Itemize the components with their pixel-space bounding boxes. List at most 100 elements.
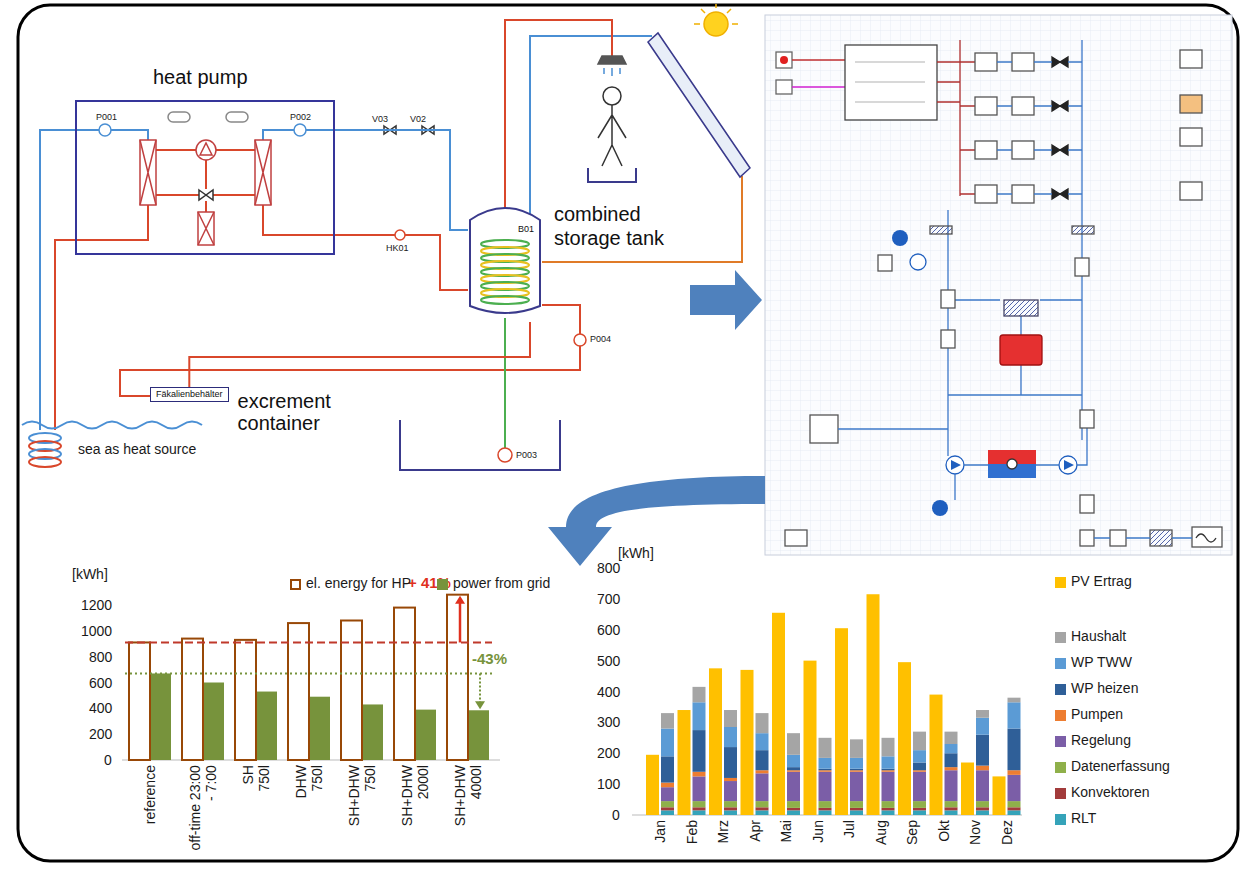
component-tag: P003 bbox=[516, 450, 537, 460]
heat-exchanger bbox=[140, 140, 156, 205]
consumption-segment bbox=[819, 769, 832, 771]
shower-tray bbox=[588, 168, 636, 182]
month-label: Jun bbox=[809, 820, 825, 843]
heat-source-label: sea as heat source bbox=[78, 441, 196, 457]
consumption-segment bbox=[819, 772, 832, 801]
axis-tick: 1000 bbox=[81, 623, 112, 639]
legend-label: PV Ertrag bbox=[1071, 573, 1132, 589]
consumption-segment bbox=[819, 808, 832, 810]
pv-bar bbox=[867, 594, 880, 815]
model-curve bbox=[1196, 534, 1216, 542]
consumption-segment bbox=[819, 801, 832, 808]
tank-heading: combined storage tank bbox=[554, 202, 694, 250]
consumption-segment bbox=[693, 810, 706, 815]
grid-bar bbox=[469, 710, 489, 760]
axis-tick: 600 bbox=[89, 675, 112, 691]
pv-bar bbox=[646, 755, 659, 815]
legend-label: Regelung bbox=[1071, 732, 1131, 748]
legend-label: Konvektoren bbox=[1071, 784, 1150, 800]
model-tank bbox=[1000, 335, 1042, 365]
legend-label: WP heizen bbox=[1071, 680, 1138, 696]
model-source bbox=[932, 500, 948, 516]
consumption-segment bbox=[882, 769, 895, 771]
energy-bar bbox=[341, 621, 362, 761]
consumption-segment bbox=[945, 753, 958, 767]
model-exchanger bbox=[1004, 300, 1038, 316]
legend-label: WP TWW bbox=[1071, 654, 1132, 670]
solar-return-pipe bbox=[530, 36, 652, 215]
excrement-loop-pipe bbox=[120, 305, 580, 396]
legend-label: RLT bbox=[1071, 810, 1096, 826]
pit-outline bbox=[400, 420, 560, 470]
consumption-segment bbox=[945, 810, 958, 815]
model-valve bbox=[1052, 57, 1068, 199]
pv-bar bbox=[804, 661, 817, 815]
pv-bar bbox=[993, 776, 1006, 815]
heat-exchanger-cross bbox=[198, 212, 214, 245]
category-label: SH+DHW 4000l bbox=[452, 765, 484, 829]
legend-swatch bbox=[290, 579, 301, 590]
consumption-segment bbox=[945, 801, 958, 807]
consumption-segment bbox=[913, 808, 926, 810]
consumption-segment bbox=[882, 808, 895, 810]
model-wire bbox=[937, 40, 975, 196]
component-tag: V02 bbox=[410, 114, 426, 124]
consumption-segment bbox=[756, 801, 769, 807]
increase-arrow bbox=[459, 603, 462, 643]
consumption-segment bbox=[913, 810, 926, 815]
consumption-segment bbox=[756, 773, 769, 801]
legend-swatch bbox=[1055, 658, 1066, 669]
energy-bar bbox=[394, 608, 415, 760]
consumption-segment bbox=[787, 772, 800, 801]
pump-symbol bbox=[395, 230, 405, 240]
consumption-segment bbox=[1008, 810, 1021, 815]
consumption-segment bbox=[1008, 775, 1021, 801]
consumption-segment bbox=[661, 787, 674, 801]
legend-label: Datenerfassung bbox=[1071, 758, 1170, 774]
heat-pump-box: heat pump bbox=[75, 100, 335, 255]
model-block bbox=[810, 415, 838, 443]
heat-exchanger bbox=[255, 140, 271, 205]
month-label: Jul bbox=[841, 820, 857, 838]
legend-swatch bbox=[1055, 736, 1066, 747]
category-label: off-time 23:00 - 7:00 bbox=[187, 765, 219, 851]
model-block bbox=[878, 255, 892, 271]
consumption-segment bbox=[882, 738, 895, 757]
sensor-symbol bbox=[168, 112, 190, 122]
person-body bbox=[598, 105, 626, 166]
axis-tick: 700 bbox=[597, 591, 620, 607]
grid-bar bbox=[363, 704, 383, 760]
consumption-segment bbox=[1008, 801, 1021, 807]
consumption-segment bbox=[850, 801, 863, 808]
sun bbox=[704, 12, 728, 36]
tank-coil bbox=[481, 296, 529, 304]
consumption-segment bbox=[787, 755, 800, 767]
axis-tick: 100 bbox=[597, 776, 620, 792]
model-wire bbox=[1094, 537, 1192, 538]
compressor-mark bbox=[200, 143, 212, 155]
model-bar bbox=[1072, 226, 1094, 234]
legend-label: power from grid bbox=[453, 575, 550, 591]
consumption-segment bbox=[850, 770, 863, 772]
category-label: SH 750l bbox=[240, 765, 272, 801]
consumption-segment bbox=[945, 744, 958, 753]
sea-wave bbox=[22, 422, 202, 429]
consumption-segment bbox=[724, 810, 737, 815]
model-block bbox=[1180, 50, 1202, 68]
consumption-segment bbox=[756, 807, 769, 810]
consumption-segment bbox=[976, 735, 989, 766]
consumption-segment bbox=[913, 770, 926, 772]
consumption-segment bbox=[819, 738, 832, 758]
consumption-segment bbox=[850, 772, 863, 801]
consumption-segment bbox=[1008, 698, 1021, 703]
consumption-segment bbox=[976, 770, 989, 801]
pump-symbol bbox=[498, 448, 512, 462]
model-block bbox=[1080, 530, 1094, 546]
consumption-segment bbox=[945, 767, 958, 770]
consumption-segment bbox=[976, 810, 989, 815]
consumption-segment bbox=[661, 756, 674, 782]
sea-coil bbox=[29, 457, 61, 467]
month-label: Jan bbox=[652, 820, 668, 843]
model-block bbox=[1080, 495, 1094, 513]
